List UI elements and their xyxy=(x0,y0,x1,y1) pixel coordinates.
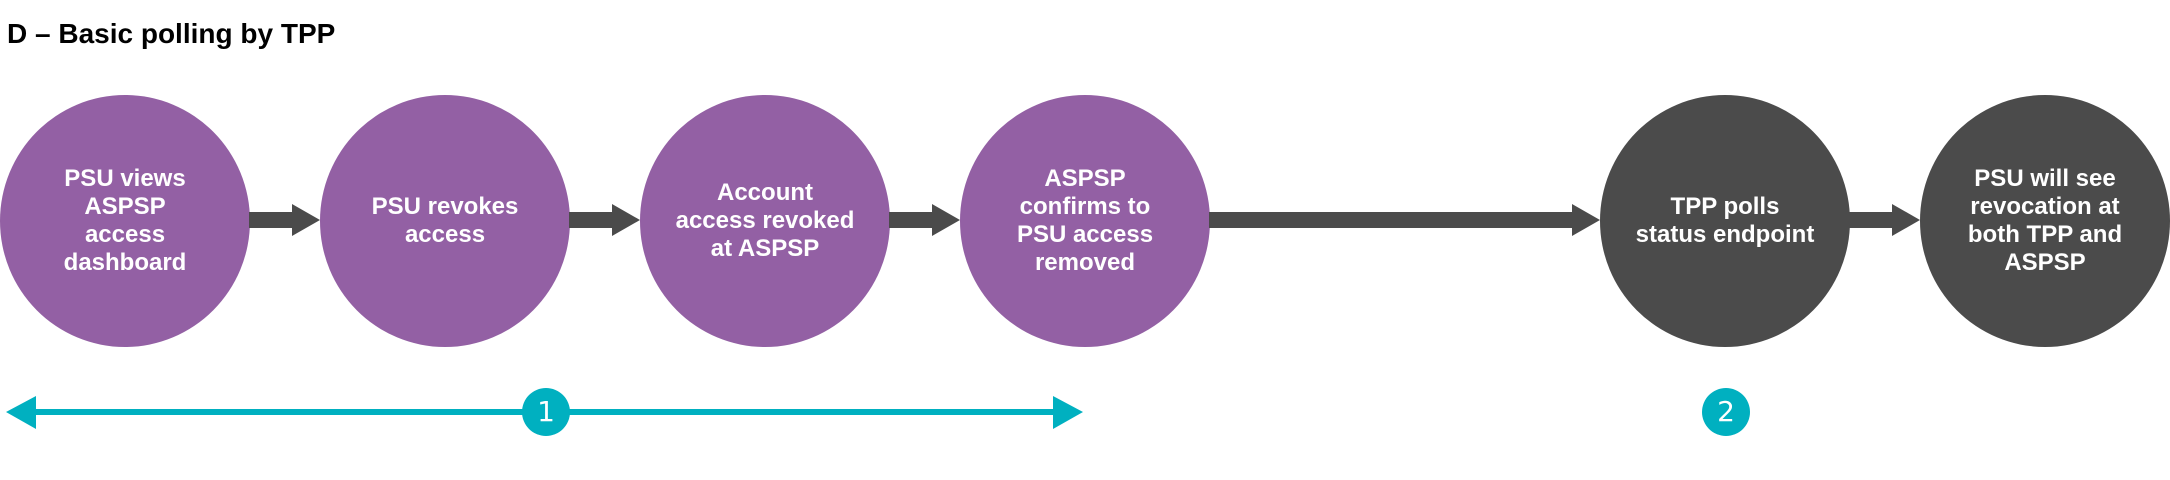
diagram-title: D – Basic polling by TPP xyxy=(7,18,336,49)
step-label: PSU will see revocation at both TPP and … xyxy=(1967,165,2123,276)
arrow-right-icon xyxy=(1053,396,1083,429)
flow-arrow-4-5 xyxy=(1209,204,1600,236)
arrow-head-icon xyxy=(1572,204,1600,236)
flow-arrow-3-4 xyxy=(889,204,960,236)
arrow-shaft xyxy=(1849,212,1894,228)
step-label: PSU views ASPSP access dashboard xyxy=(63,165,187,276)
arrow-head-icon xyxy=(292,204,320,236)
flow-arrow-1-2 xyxy=(249,204,320,236)
step-psu-revokes-access: PSU revokes access xyxy=(320,95,570,347)
arrow-head-icon xyxy=(612,204,640,236)
flow-arrow-2-3 xyxy=(569,204,640,236)
arrow-shaft xyxy=(889,212,934,228)
arrow-shaft xyxy=(1209,212,1574,228)
step-tpp-polls-status: TPP polls status endpoint xyxy=(1600,95,1850,347)
step-psu-views-dashboard: PSU views ASPSP access dashboard xyxy=(0,95,250,347)
step-label: Account access revoked at ASPSP xyxy=(675,179,855,262)
phase-marker-2: 2 xyxy=(1702,388,1750,436)
arrow-head-icon xyxy=(1892,204,1920,236)
arrow-left-icon xyxy=(6,396,36,429)
step-label: TPP polls status endpoint xyxy=(1635,193,1815,248)
step-label: PSU revokes access xyxy=(371,193,519,248)
arrow-shaft xyxy=(249,212,294,228)
step-access-revoked-at-aspsp: Account access revoked at ASPSP xyxy=(640,95,890,347)
arrow-shaft xyxy=(569,212,614,228)
step-label: ASPSP confirms to PSU access removed xyxy=(1016,165,1154,276)
arrow-head-icon xyxy=(932,204,960,236)
step-aspsp-confirms-removal: ASPSP confirms to PSU access removed xyxy=(960,95,1210,347)
flow-arrow-5-6 xyxy=(1849,204,1920,236)
step-psu-sees-revocation: PSU will see revocation at both TPP and … xyxy=(1920,95,2170,347)
phase-marker-1: 1 xyxy=(522,388,570,436)
